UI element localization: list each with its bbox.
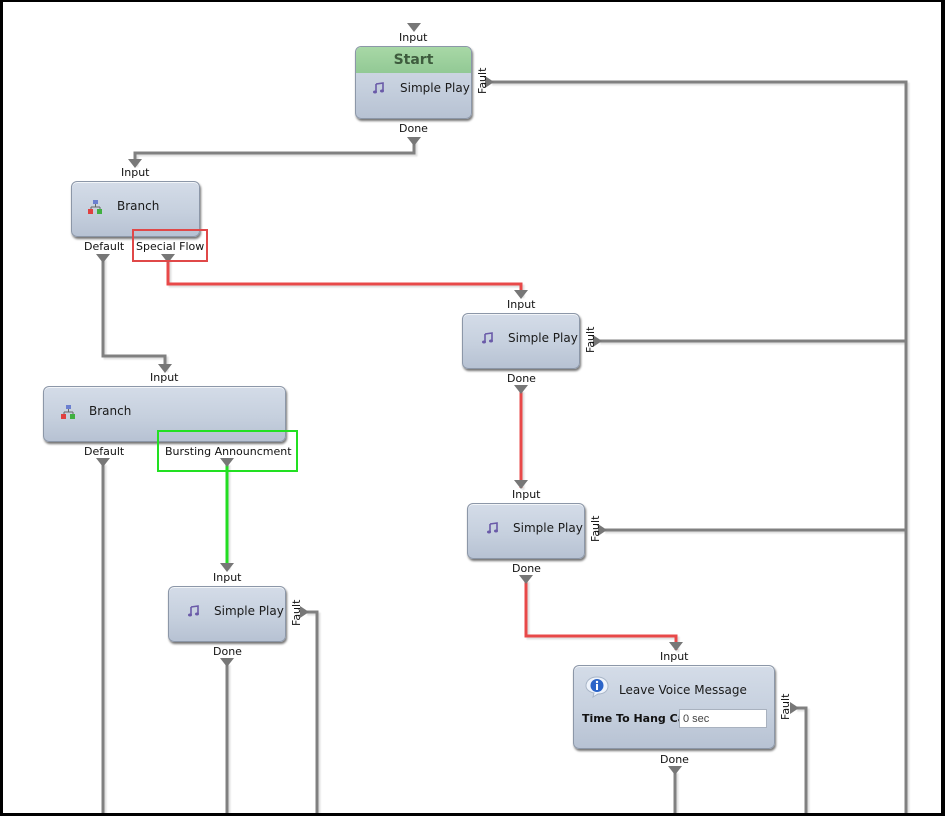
- play-left-fault-label: Fault: [290, 599, 303, 626]
- branch1-special-flow-label[interactable]: Special Flow: [136, 240, 205, 253]
- port-play-right2-fault: [598, 524, 607, 536]
- time-to-hang-call-label: Time To Hang Call: [582, 712, 693, 725]
- music-note-icon: [481, 331, 495, 348]
- port-branch2-input: [158, 364, 172, 373]
- wire-branch1-default: [101, 258, 167, 370]
- wire-voice-fault: [795, 706, 808, 816]
- port-branch2-default: [96, 458, 110, 467]
- voice-input-label: Input: [660, 650, 689, 663]
- branch2-bursting-label[interactable]: Bursting Announcment: [165, 445, 292, 458]
- branch-icon: [87, 199, 103, 218]
- music-note-icon: [187, 604, 201, 621]
- port-play-left-done: [220, 658, 234, 667]
- play-right2-fault-label: Fault: [589, 515, 602, 542]
- start-done-label: Done: [399, 122, 428, 135]
- time-to-hang-call-input[interactable]: [679, 709, 767, 728]
- branch1-node[interactable]: Branch: [71, 181, 200, 237]
- start-input-label: Input: [399, 31, 428, 44]
- wire-start-to-branch1: [133, 140, 416, 165]
- port-play-left-input: [220, 563, 234, 572]
- port-start-input: [407, 23, 421, 32]
- branch1-input-label: Input: [121, 166, 150, 179]
- play-right2-node[interactable]: Simple Play: [467, 503, 585, 559]
- port-voice-input: [669, 642, 683, 651]
- leave-voice-message-node[interactable]: Leave Voice Message Time To Hang Call: [573, 665, 775, 749]
- port-voice-fault: [790, 702, 799, 714]
- play-right2-input-label: Input: [512, 488, 541, 501]
- branch2-input-label: Input: [150, 371, 179, 384]
- start-fault-label: Fault: [476, 67, 489, 94]
- play-right1-node[interactable]: Simple Play: [462, 313, 580, 369]
- voice-title: Leave Voice Message: [619, 683, 747, 697]
- start-header: Start: [356, 47, 471, 73]
- start-simple-play-node[interactable]: Start Simple Play: [355, 46, 472, 119]
- wire-play-left-fault: [305, 610, 319, 816]
- voice-done-label: Done: [660, 753, 689, 766]
- port-play-right2-done: [519, 575, 533, 584]
- port-branch1-default: [96, 254, 110, 263]
- play-left-node[interactable]: Simple Play: [168, 586, 286, 642]
- play-right1-fault-label: Fault: [584, 326, 597, 353]
- port-branch2-bursting: [220, 458, 234, 467]
- music-note-icon: [372, 81, 386, 98]
- port-start-done: [407, 137, 421, 146]
- voice-fault-label: Fault: [779, 693, 792, 720]
- port-play-left-fault: [300, 606, 309, 618]
- play-right1-title: Simple Play: [508, 331, 578, 345]
- port-play-right2-input: [514, 480, 528, 489]
- start-title: Simple Play: [400, 81, 470, 95]
- branch2-title: Branch: [89, 404, 132, 418]
- special-flow-highlight: [132, 229, 208, 262]
- branch2-node[interactable]: Branch: [43, 386, 286, 442]
- play-left-done-label: Done: [213, 645, 242, 658]
- play-left-title: Simple Play: [214, 604, 284, 618]
- branch2-default-label: Default: [84, 445, 125, 458]
- music-note-icon: [486, 521, 500, 538]
- port-play-right1-done: [514, 385, 528, 394]
- port-start-fault: [485, 76, 494, 88]
- port-branch1-input: [128, 159, 142, 168]
- branch1-title: Branch: [117, 199, 160, 213]
- wire-special-flow: [166, 258, 523, 296]
- bursting-highlight: [157, 430, 298, 472]
- wire-play-right2-done: [524, 580, 678, 650]
- port-voice-done: [668, 766, 682, 775]
- port-play-right1-input: [514, 290, 528, 299]
- branch-icon: [60, 404, 76, 423]
- port-play-right1-fault: [593, 335, 602, 347]
- info-bubble-icon: [585, 676, 609, 701]
- wire-start-fault: [490, 80, 908, 816]
- play-right2-done-label: Done: [512, 562, 541, 575]
- play-right1-done-label: Done: [507, 372, 536, 385]
- play-right1-input-label: Input: [507, 298, 536, 311]
- play-right2-title: Simple Play: [513, 521, 583, 535]
- play-left-input-label: Input: [213, 571, 242, 584]
- branch1-default-label: Default: [84, 240, 125, 253]
- port-branch1-special: [161, 254, 175, 263]
